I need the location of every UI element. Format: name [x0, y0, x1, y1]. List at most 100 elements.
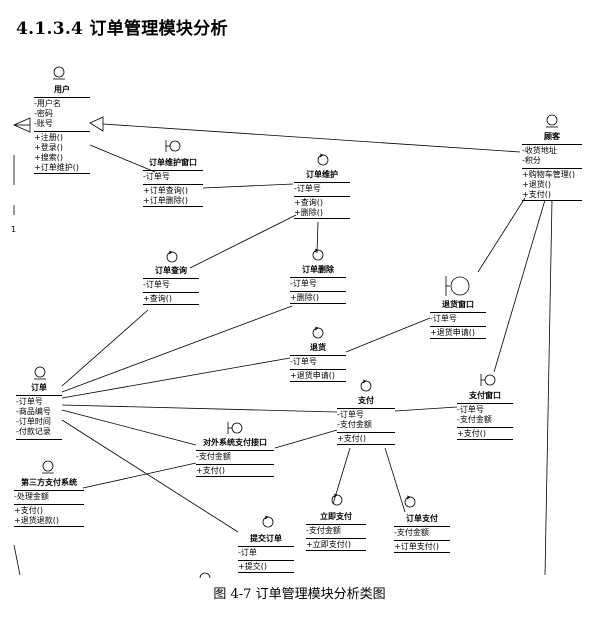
class-return-goods: 退货 -订单号 +退货申请() — [290, 343, 346, 382]
attribute: -订单 — [238, 548, 257, 557]
operation: +退货退款() — [14, 516, 59, 525]
operation: +立即支付() — [306, 540, 351, 549]
control-icon — [317, 153, 329, 166]
operation: +购物车管理() — [522, 170, 575, 179]
association-line — [61, 419, 239, 533]
class-name: 用户 — [34, 85, 90, 98]
operation: +删除() — [294, 208, 323, 217]
class-name: 支付 — [337, 396, 395, 409]
class-order: 订单 -订单号 -商品编号 -订单时间 -付款记录 — [16, 383, 62, 440]
association-line — [89, 144, 156, 173]
attribute: -订单号 — [337, 410, 364, 419]
operation: +查询() — [143, 294, 172, 303]
class-name: 退货 — [290, 343, 346, 356]
operation: +支付() — [522, 190, 551, 199]
class-name: 订单查询 — [143, 266, 199, 279]
operation: +订单删除() — [143, 196, 188, 205]
entity-icon — [546, 114, 558, 128]
class-customer: 顾客 -收货地址 -积分 +购物车管理() +退货() +支付() — [522, 132, 582, 201]
operation: +支付() — [457, 429, 486, 438]
control-icon — [360, 379, 372, 392]
attribute: -付款记录 — [16, 427, 51, 436]
attribute: -用户名 — [34, 99, 61, 108]
attribute: -订单时间 — [16, 417, 51, 426]
operation: +删除() — [290, 293, 319, 302]
association-line — [61, 357, 291, 399]
class-return-window: 退货窗口 -订单号 +退货申请() — [430, 300, 486, 339]
attribute: -支付金额 — [394, 528, 429, 537]
class-order-delete: 订单删除 -订单号 +删除() — [290, 265, 346, 304]
boundary-icon — [445, 276, 470, 296]
operation: +退货申请() — [430, 328, 475, 337]
control-icon — [312, 326, 324, 339]
attribute: -支付金额 — [457, 415, 492, 424]
operation: +注册() — [34, 133, 63, 142]
association-line — [189, 214, 297, 269]
class-name: 订单 — [16, 383, 62, 396]
operation: +退货() — [522, 180, 551, 189]
boundary-icon — [480, 374, 496, 386]
operation: +支付() — [337, 434, 366, 443]
association-line — [61, 409, 197, 446]
association-line — [61, 309, 149, 387]
class-name: 退货窗口 — [430, 300, 486, 313]
class-third-party-pay: 第三方支付系统 -处理金额 +支付() +退货退款() — [14, 478, 84, 527]
class-name: 立即支付 — [306, 512, 366, 525]
operation: +查询() — [294, 198, 323, 207]
class-name: 对外系统支付接口 — [196, 438, 274, 451]
control-icon — [166, 250, 178, 263]
attribute: -订单号 — [290, 357, 317, 366]
attribute: -订单号 — [143, 172, 170, 181]
class-name: 支付窗口 — [457, 391, 513, 404]
association-line — [202, 183, 294, 189]
class-name: 订单删除 — [290, 265, 346, 278]
association-line — [61, 404, 338, 413]
attribute: -订单号 — [430, 314, 457, 323]
generalization-arrow — [89, 116, 104, 132]
operation: +订单支付() — [394, 542, 439, 551]
class-user: 用户 -用户名 -密码 -账号 +注册() +登录() +搜索() +订单维护(… — [34, 85, 90, 174]
section-heading: 4.1.3.4 订单管理模块分析 — [16, 19, 228, 39]
attribute: -收货地址 — [522, 146, 557, 155]
entity-icon — [53, 66, 65, 80]
operation: +支付() — [196, 466, 225, 475]
operation: +订单查询() — [143, 186, 188, 195]
class-name: 订单维护 — [294, 170, 350, 183]
class-order-query: 订单查询 -订单号 +查询() — [143, 266, 199, 305]
attribute: -订单号 — [16, 397, 43, 406]
figure-caption: 图 4-7 订单管理模块分析类图 — [213, 587, 386, 602]
boundary-icon — [227, 422, 243, 434]
operation: +订单维护() — [34, 163, 79, 172]
operation: +支付() — [14, 506, 43, 515]
attribute: -密码 — [34, 109, 53, 118]
class-name: 顾客 — [522, 132, 582, 145]
operation: +提交() — [238, 562, 267, 571]
boundary-icon — [165, 140, 181, 152]
entity-icon — [42, 460, 54, 474]
attribute: -订单号 — [457, 405, 484, 414]
control-icon — [404, 495, 416, 508]
attribute: -商品编号 — [16, 407, 51, 416]
control-icon — [312, 248, 324, 261]
class-instant-pay: 立即支付 -支付金额 +立即支付() — [306, 512, 366, 551]
class-order-maint: 订单维护 -订单号 +查询() +删除() — [294, 170, 350, 219]
left-edge-fragment: 1 — [11, 225, 16, 234]
association-line — [345, 317, 431, 353]
association-line — [61, 305, 293, 393]
association-line — [493, 199, 546, 373]
attribute: -订单号 — [143, 280, 170, 289]
class-name: 订单维护窗口 — [143, 158, 203, 171]
association-line — [384, 447, 406, 513]
attribute: -订单号 — [290, 279, 317, 288]
control-icon — [262, 515, 274, 528]
association-line — [394, 406, 458, 412]
operation: +登录() — [34, 143, 63, 152]
attribute: -订单号 — [294, 184, 321, 193]
class-name: 订单支付 — [394, 514, 450, 527]
class-payment: 支付 -订单号 -支付金额 +支付() — [337, 396, 395, 445]
attribute: -支付金额 — [196, 452, 231, 461]
class-name: 提交订单 — [238, 534, 294, 547]
attribute: -处理金额 — [14, 492, 49, 501]
operation: +退货申请() — [290, 371, 335, 380]
